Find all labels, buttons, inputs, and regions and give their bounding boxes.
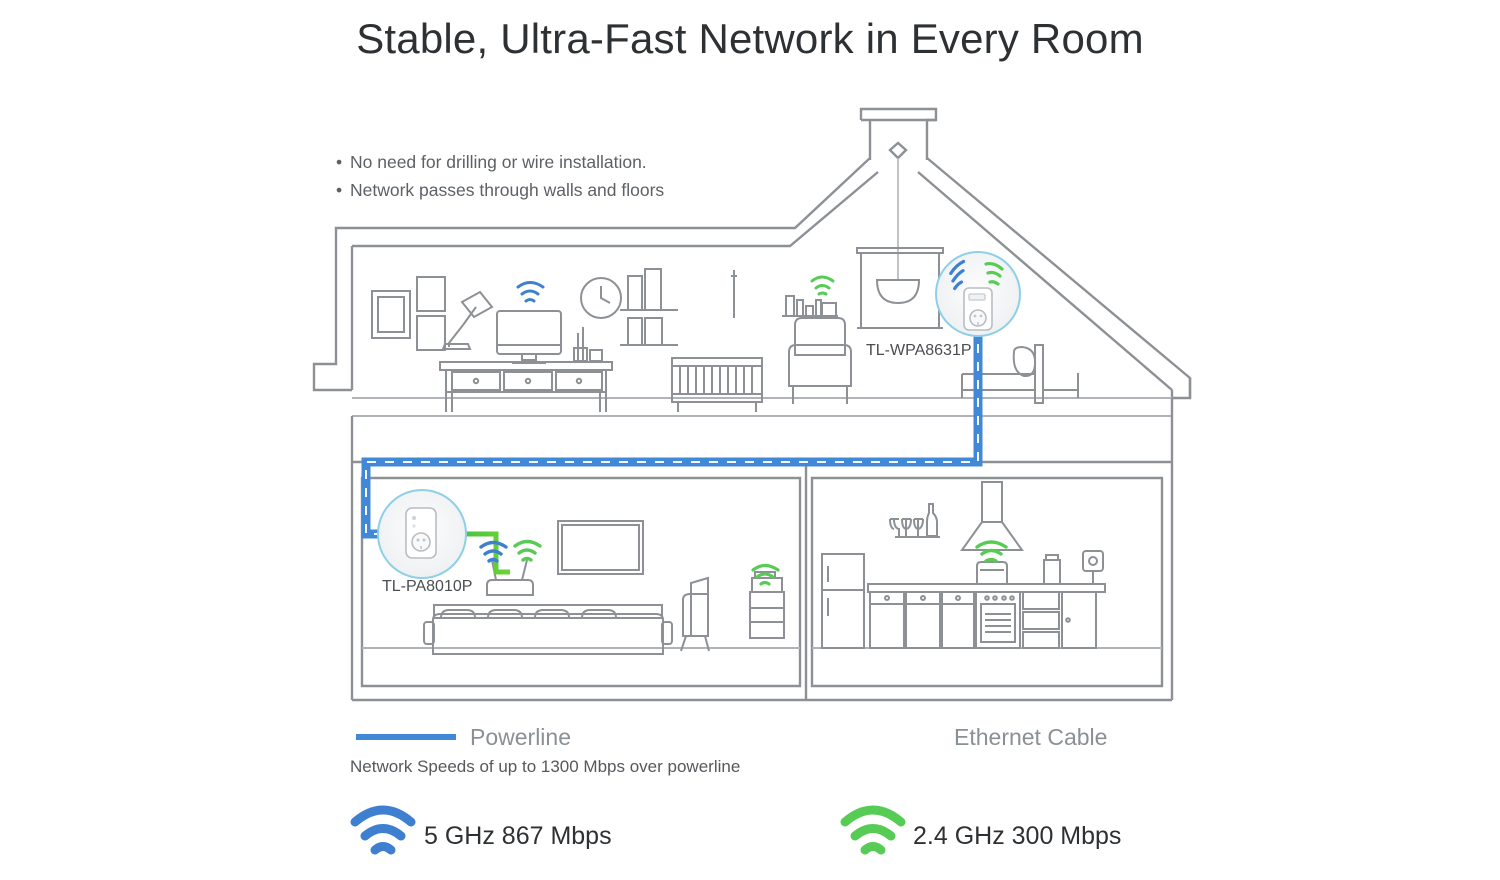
- legend-powerline-label: Powerline: [470, 724, 571, 750]
- bullet-item: • Network passes through walls and floors: [336, 176, 796, 204]
- powerline-adapter-icon: [405, 507, 437, 559]
- router-wifi-5ghz-icon: [479, 540, 508, 563]
- band-5ghz-label: 5 GHz 867 Mbps: [424, 822, 612, 850]
- shelf-wifi-icon: [810, 275, 835, 296]
- printer-wifi-icon: [751, 563, 780, 586]
- 5ghz-wifi-icon: [949, 259, 966, 291]
- router-wifi-2.4ghz-icon: [513, 539, 542, 562]
- page-title: Stable, Ultra-Fast Network in Every Room: [356, 15, 1144, 62]
- device-lower-bubble[interactable]: [377, 489, 467, 579]
- monitor-wifi-icon: [516, 281, 545, 303]
- wifi-icon-blue: [350, 805, 416, 855]
- bullet-marker-icon: •: [336, 152, 343, 172]
- 2.4ghz-wifi-icon: [984, 261, 1004, 286]
- bullet-item: • No need for drilling or wire installati…: [336, 148, 796, 176]
- legend-speed-note: Network Speeds of up to 1300 Mbps over p…: [350, 757, 741, 776]
- device-label-lower: TL-PA8010P: [382, 578, 473, 595]
- device-label-upper: TL-WPA8631P: [866, 342, 972, 359]
- wifi-icon-green: [840, 805, 906, 855]
- bullet-marker-icon: •: [336, 180, 343, 200]
- feature-bullet-list: • No need for drilling or wire installati…: [336, 148, 796, 204]
- powerline-path: [361, 326, 983, 539]
- band-2-4ghz-label: 2.4 GHz 300 Mbps: [913, 822, 1122, 850]
- device-upper-bubble[interactable]: [935, 251, 1021, 337]
- legend-ethernet-label: Ethernet Cable: [954, 724, 1108, 750]
- bullet-text: Network passes through walls and floors: [350, 180, 665, 200]
- powerline-extender-icon: [963, 287, 993, 331]
- kitchen-appliance-wifi-icon: [975, 540, 1008, 563]
- bullet-text: No need for drilling or wire installatio…: [350, 152, 647, 172]
